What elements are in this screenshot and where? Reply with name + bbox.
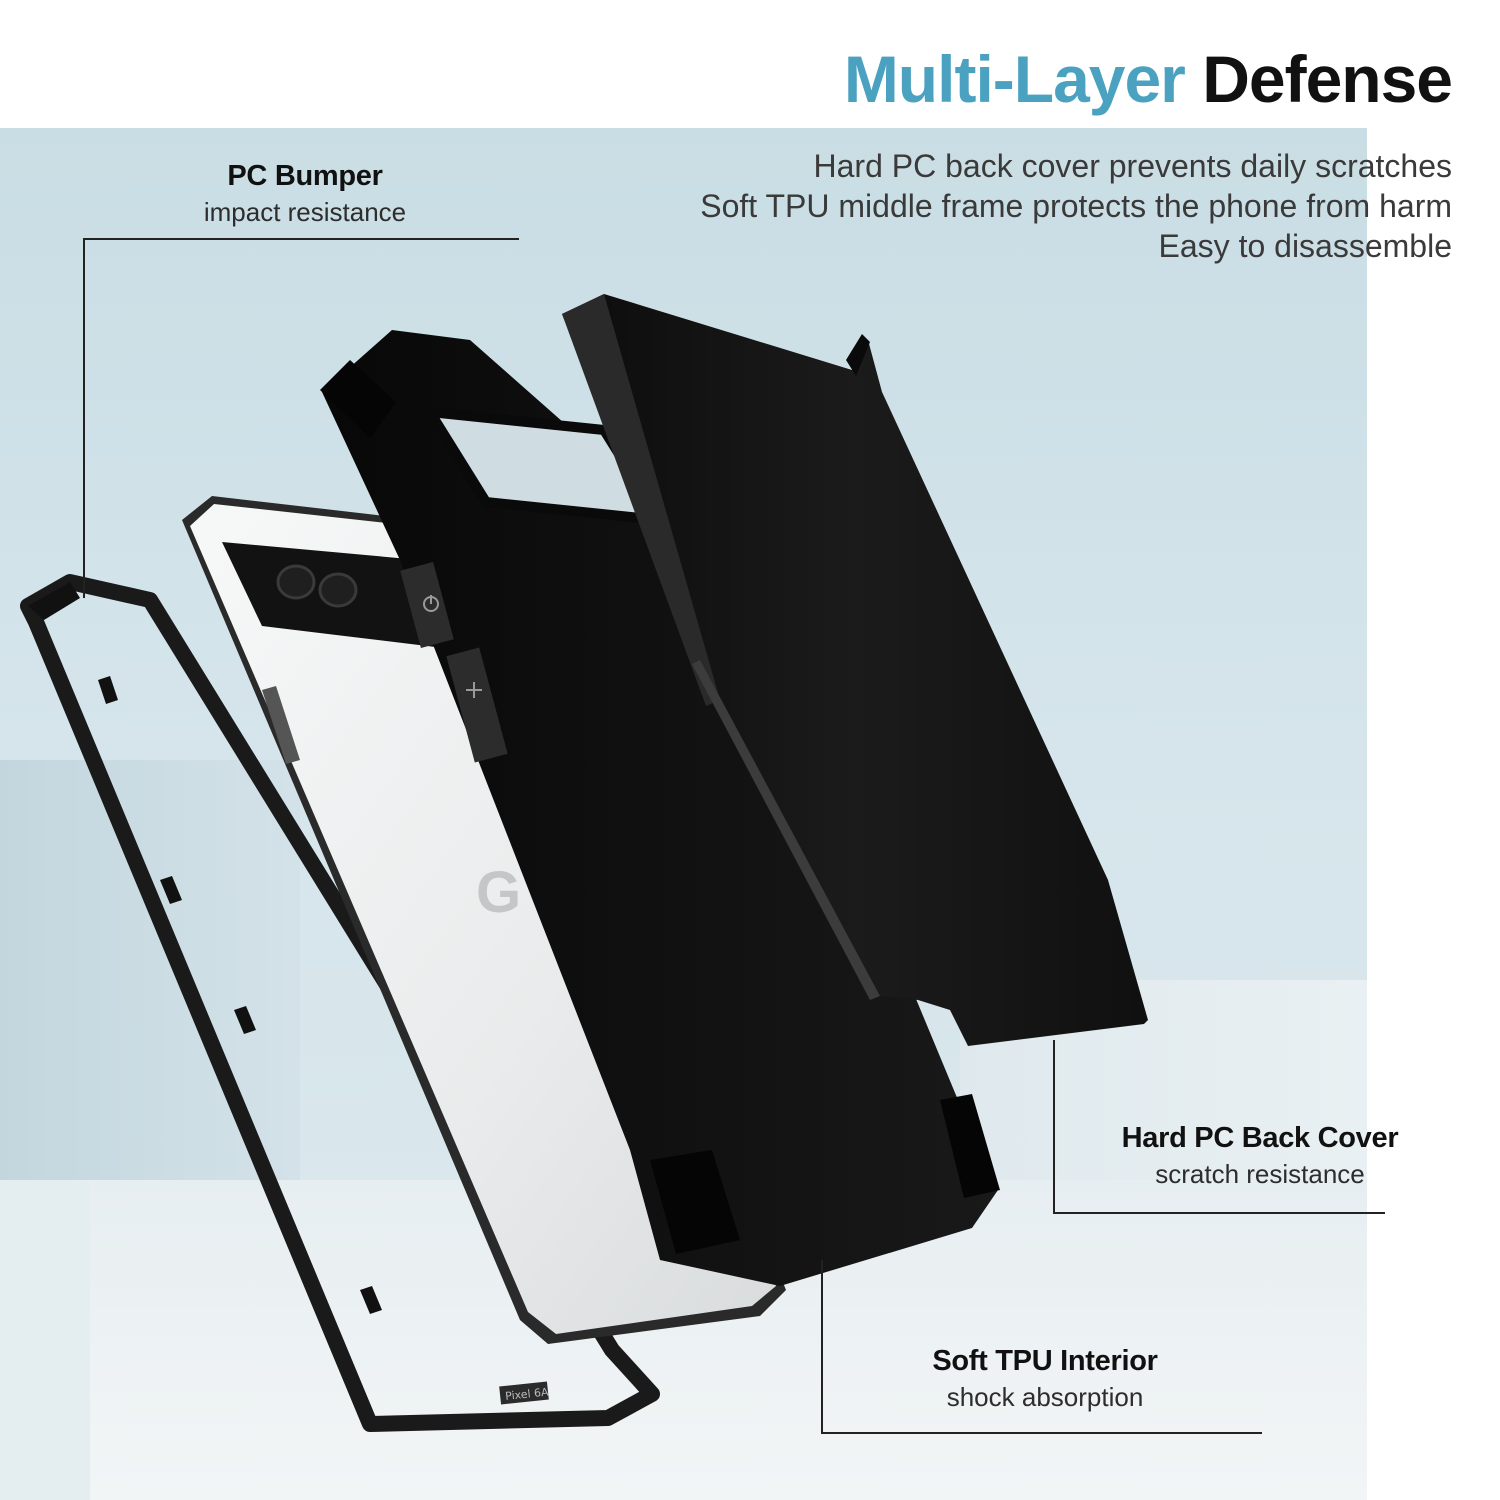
leader-line: [821, 1432, 1262, 1434]
headline-accent: Multi-Layer: [843, 42, 1186, 116]
power-icon: [423, 595, 439, 612]
leader-line: [83, 238, 85, 598]
leader-line: [1053, 1040, 1055, 1213]
callout-title: Soft TPU Interior: [932, 1345, 1158, 1377]
hard-back-cover: [562, 294, 1148, 1046]
frame-imprint: Pixel 6A: [505, 1385, 550, 1403]
callout-title: PC Bumper: [227, 160, 383, 192]
pc-bumper-frame: Pixel 6A: [20, 574, 660, 1432]
callout-desc: shock absorption: [946, 1382, 1144, 1412]
feature-line: Easy to disassemble: [1158, 228, 1452, 264]
feature-list: Hard PC back cover prevents daily scratc…: [700, 146, 1452, 266]
backdrop-floor-left: [0, 1180, 90, 1500]
callout-desc: impact resistance: [203, 197, 407, 227]
leader-line: [821, 1260, 823, 1433]
callout-desc: scratch resistance: [1155, 1159, 1365, 1189]
phone-logo: G: [476, 860, 521, 925]
callout-title: Hard PC Back Cover: [1121, 1122, 1399, 1154]
callout-tpu-interior: Soft TPU Interior shock absorption: [905, 1345, 1185, 1413]
backdrop-block: [0, 760, 300, 1180]
callout-back-cover: Hard PC Back Cover scratch resistance: [1110, 1122, 1410, 1190]
volume-plus-icon: [466, 682, 482, 698]
headline-dark: Defense: [1202, 42, 1453, 116]
headline: Multi-Layer Defense: [844, 46, 1453, 112]
tpu-frame: [320, 330, 1000, 1286]
callout-pc-bumper: PC Bumper impact resistance: [180, 160, 430, 228]
leader-line: [83, 238, 519, 240]
feature-line: Soft TPU middle frame protects the phone…: [700, 188, 1452, 224]
leader-line: [1053, 1212, 1385, 1214]
feature-line: Hard PC back cover prevents daily scratc…: [813, 148, 1452, 184]
